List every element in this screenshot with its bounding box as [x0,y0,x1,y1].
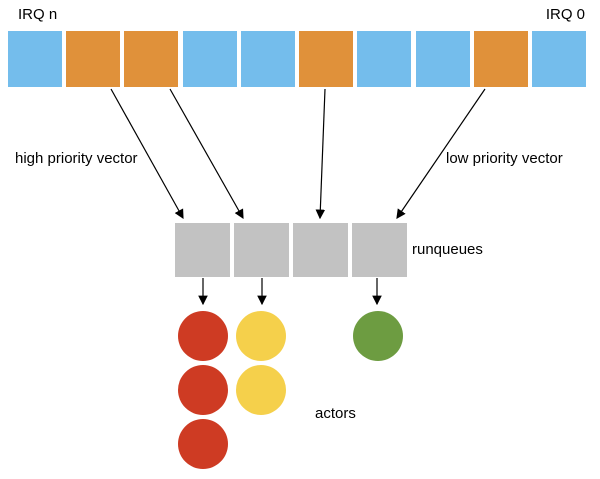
runqueue-cell [352,223,407,277]
irq-cell [182,31,237,87]
runqueue-row [175,223,407,277]
runqueue-cell [293,223,348,277]
irq-cell [299,31,354,87]
actor-column-green [353,311,403,361]
actor-circle [178,419,228,469]
irq-cell [357,31,412,87]
irq-cell [66,31,121,87]
actor-circle [236,365,286,415]
low-priority-vector-label: low priority vector [446,150,563,167]
high-vector-arrow-2 [169,88,244,220]
irq-vector-row [8,31,586,87]
actor-circle [178,365,228,415]
actor-column-red [178,311,228,469]
mid-vector-arrow [315,88,326,220]
actor-circle [353,311,403,361]
irq-cell [473,31,528,87]
runqueue-cell [175,223,230,277]
irq-n-label: IRQ n [18,6,58,23]
runqueues-label: runqueues [412,241,483,258]
actor-circle [236,311,286,361]
high-priority-vector-label: high priority vector [15,150,138,167]
irq-cell [240,31,295,87]
irq-cell [531,31,586,87]
irq-cell [124,31,179,87]
irq-cell [8,31,62,87]
runqueue-cell [234,223,289,277]
irq-0-label: IRQ 0 [545,6,585,23]
actors-label: actors [315,405,356,422]
actor-circle [178,311,228,361]
actor-column-yellow [236,311,286,415]
irq-cell [415,31,470,87]
